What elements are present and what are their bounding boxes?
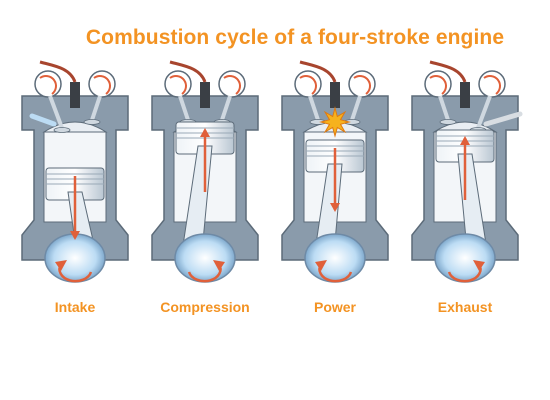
left-camshaft-rotation-arrow bbox=[39, 75, 57, 95]
crank-rotation-arrow bbox=[447, 263, 482, 283]
left-camshaft-rotation-arrow bbox=[429, 75, 447, 95]
spark-plug bbox=[460, 82, 470, 108]
diagram-title: Combustion cycle of a four-stroke engine bbox=[85, 26, 505, 49]
crank-rotation-arrow bbox=[318, 263, 353, 283]
intake-valve-stem bbox=[48, 95, 64, 129]
crankshaft bbox=[174, 233, 236, 283]
right-camshaft bbox=[88, 70, 116, 98]
spark-plug-wire bbox=[299, 60, 337, 83]
left-camshaft-rotation-arrow bbox=[299, 75, 317, 95]
crank-rotation-arrowhead bbox=[315, 260, 327, 271]
left-camshaft bbox=[34, 70, 62, 98]
engine-intake bbox=[21, 60, 129, 283]
spark-plug-wire bbox=[39, 60, 77, 83]
intake-valve-stem bbox=[178, 95, 190, 121]
exhaust-valve-stem bbox=[220, 95, 232, 121]
engine-compression bbox=[151, 60, 259, 283]
engine-power bbox=[281, 60, 389, 283]
right-camshaft bbox=[478, 70, 506, 98]
right-camshaft-rotation-arrow bbox=[93, 75, 111, 95]
label-power: Power bbox=[313, 299, 356, 315]
left-camshaft bbox=[424, 70, 452, 98]
crankshaft bbox=[44, 233, 106, 283]
left-camshaft bbox=[164, 70, 192, 98]
right-camshaft-rotation-arrow bbox=[483, 75, 501, 95]
exhaust-gas-flow bbox=[483, 111, 523, 127]
exhaust-valve-stem bbox=[350, 95, 362, 121]
crank-rotation-arrowhead bbox=[213, 260, 225, 271]
spark-explosion-icon bbox=[319, 106, 351, 138]
engine-exhaust bbox=[411, 60, 523, 283]
intake-valve-head bbox=[53, 127, 71, 133]
crankshaft bbox=[434, 233, 496, 283]
left-camshaft bbox=[294, 70, 322, 98]
spark-plug-wire bbox=[169, 60, 207, 83]
crank-rotation-arrowhead bbox=[473, 260, 485, 271]
piston-direction-arrowhead bbox=[330, 203, 340, 212]
crankshaft bbox=[304, 233, 366, 283]
intake-valve-stem bbox=[308, 95, 320, 121]
label-exhaust: Exhaust bbox=[437, 299, 493, 315]
spark-plug bbox=[200, 82, 210, 108]
crank-rotation-arrow bbox=[187, 263, 222, 283]
right-camshaft-rotation-arrow bbox=[223, 75, 241, 95]
label-intake: Intake bbox=[54, 299, 96, 315]
piston-direction-arrowhead bbox=[70, 231, 80, 240]
right-camshaft-rotation-arrow bbox=[353, 75, 371, 95]
exhaust-valve-stem bbox=[90, 95, 102, 121]
right-camshaft bbox=[348, 70, 376, 98]
intake-valve-stem bbox=[438, 95, 450, 121]
left-camshaft-rotation-arrow bbox=[169, 75, 187, 95]
crank-rotation-arrowhead bbox=[55, 260, 67, 271]
intake-valve-head bbox=[439, 119, 457, 125]
piston-direction-arrowhead bbox=[200, 128, 210, 137]
label-compression: Compression bbox=[160, 299, 250, 315]
exhaust-valve-head bbox=[83, 119, 101, 125]
spark-plug-wire bbox=[429, 60, 467, 83]
engine-diagram-stage bbox=[0, 60, 550, 300]
crank-rotation-arrow bbox=[58, 263, 93, 283]
spark-plug bbox=[70, 82, 80, 108]
intake-air-flow bbox=[29, 113, 57, 127]
exhaust-valve-stem bbox=[476, 95, 492, 129]
right-camshaft bbox=[218, 70, 246, 98]
spark-plug bbox=[330, 82, 340, 108]
piston-direction-arrowhead bbox=[460, 136, 470, 145]
